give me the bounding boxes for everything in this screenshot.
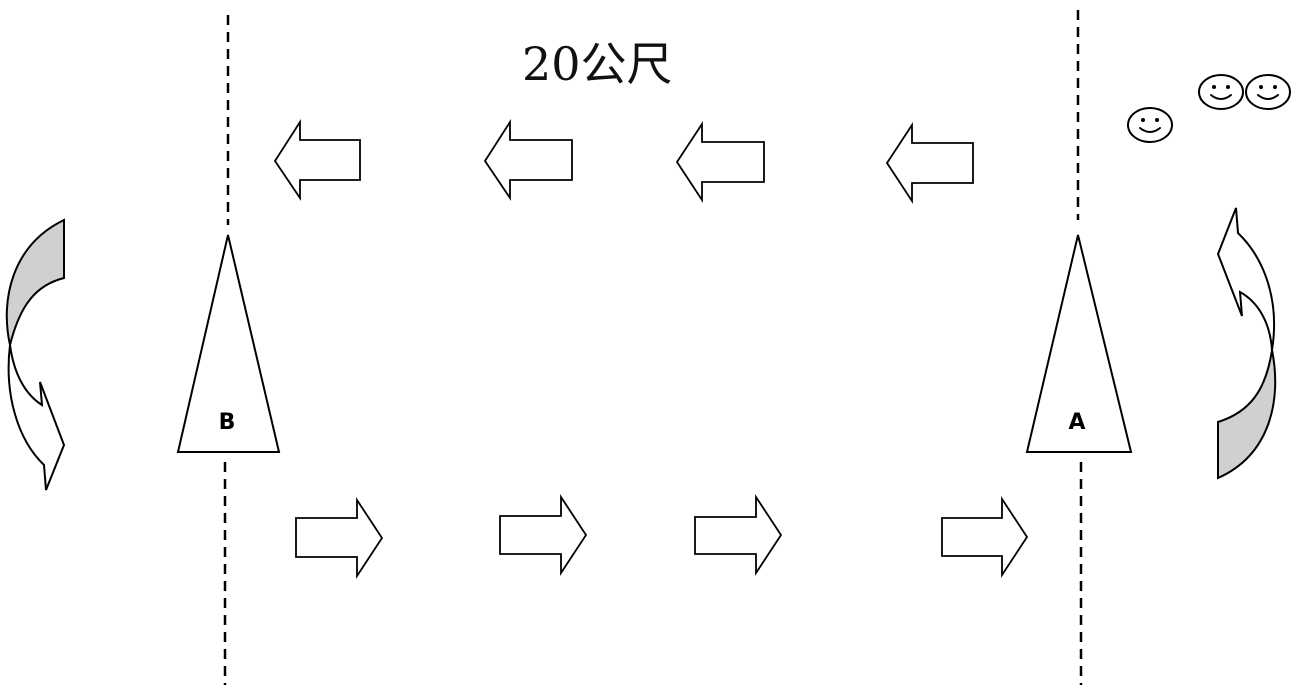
arrow-left-icon xyxy=(675,120,765,204)
curved-turn-arrow-icon xyxy=(5,218,66,491)
smiley-face-icon xyxy=(1198,74,1244,110)
cone-b-label: B xyxy=(219,410,236,435)
cone-a-label: A xyxy=(1068,410,1085,435)
arrow-right-icon xyxy=(694,493,783,577)
arrow-right-icon xyxy=(941,495,1029,579)
arrow-right-icon xyxy=(295,496,384,580)
distance-label: 20公尺 xyxy=(522,37,673,91)
cone-a: A xyxy=(1025,234,1133,453)
smiley-face-icon xyxy=(1245,74,1291,110)
arrow-left-icon xyxy=(885,121,974,205)
arrow-left-icon xyxy=(483,118,573,201)
curved-turn-arrow-icon xyxy=(1216,207,1277,480)
arrow-right-icon xyxy=(499,493,588,577)
arrow-left-icon xyxy=(273,118,361,201)
cone-b: B xyxy=(176,234,281,453)
smiley-face-icon xyxy=(1127,107,1173,143)
